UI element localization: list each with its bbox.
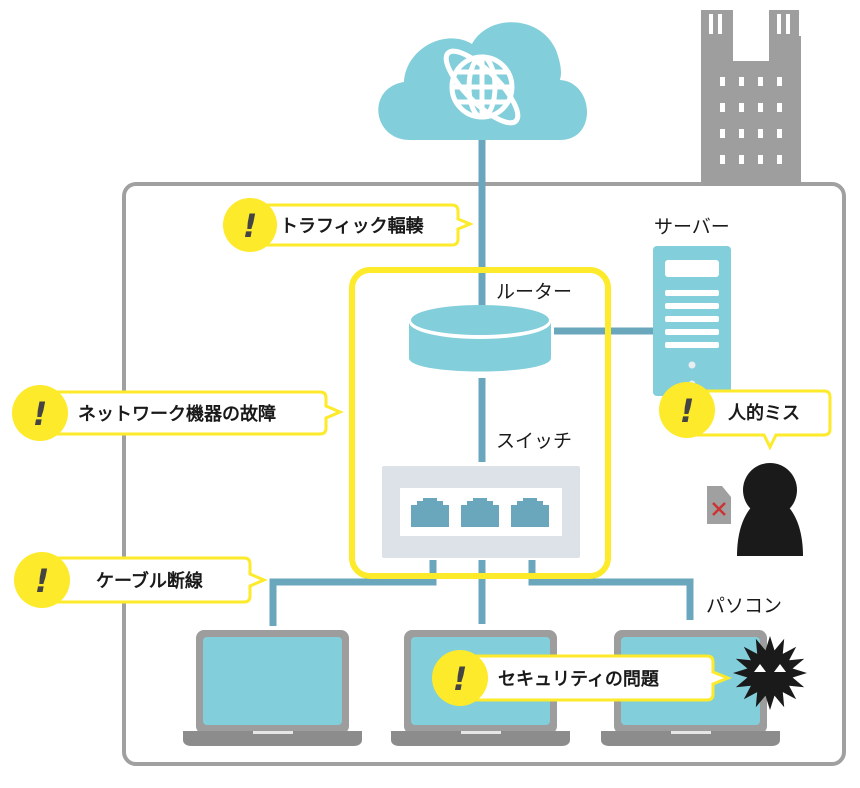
building-window [777,129,782,138]
building-window [739,103,744,112]
warning-icon [432,650,488,706]
warning-mark: ! [35,562,50,600]
switch-icon [382,466,580,558]
callout-traffic: ! トラフィック輻輳 [223,198,474,252]
cable-switch-pc1 [269,560,437,626]
warning-mark: ! [243,207,258,245]
building-window [720,129,725,138]
warning-mark: ! [453,660,468,698]
globe-icon [443,48,521,126]
server-label: サーバー [654,216,730,238]
building-window [720,155,725,164]
building-window [758,77,763,86]
switch-label: スイッチ [496,430,572,452]
warning-icon [14,552,70,608]
warning-icon [12,385,68,441]
building-window [739,77,744,86]
callout-device-failure: ! ネットワーク機器の故障 [12,385,344,441]
pc-label: パソコン [706,595,782,617]
building-window [758,155,763,164]
warning-mark: ! [33,395,48,433]
cable-switch-pc3 [528,560,694,620]
virus-icon [733,636,807,710]
building-window [720,103,725,112]
callout-security: ! セキュリティの問題 [432,650,733,706]
callout-human-error-text: 人的ミス [728,402,800,424]
warning-icon [223,198,277,252]
network-device-highlight [349,267,611,579]
building-window [758,129,763,138]
laptop-1 [183,630,362,746]
building-window [739,155,744,164]
callout-device-failure-text: ネットワーク機器の故障 [78,403,276,425]
building-window [758,103,763,112]
person-icon [737,463,803,556]
building-window [777,155,782,164]
callout-human-error: ! 人的ミス [659,382,832,451]
building-window [739,129,744,138]
callout-cable-break-text: ケーブル断線 [96,570,203,592]
building-window [777,103,782,112]
callout-traffic-text: トラフィック輻輳 [280,215,425,237]
callout-cable-break: ! ケーブル断線 [14,552,268,608]
building-window [777,77,782,86]
callout-security-text: セキュリティの問題 [498,669,660,690]
warning-mark: ! [680,392,695,430]
warning-icon [659,382,715,438]
router-icon [409,305,551,372]
server-icon [653,246,731,396]
building-icon [701,10,801,182]
router-label: ルーター [496,281,572,303]
internet-cloud [378,22,588,140]
building-window [720,77,725,86]
error-document-icon [707,486,731,524]
